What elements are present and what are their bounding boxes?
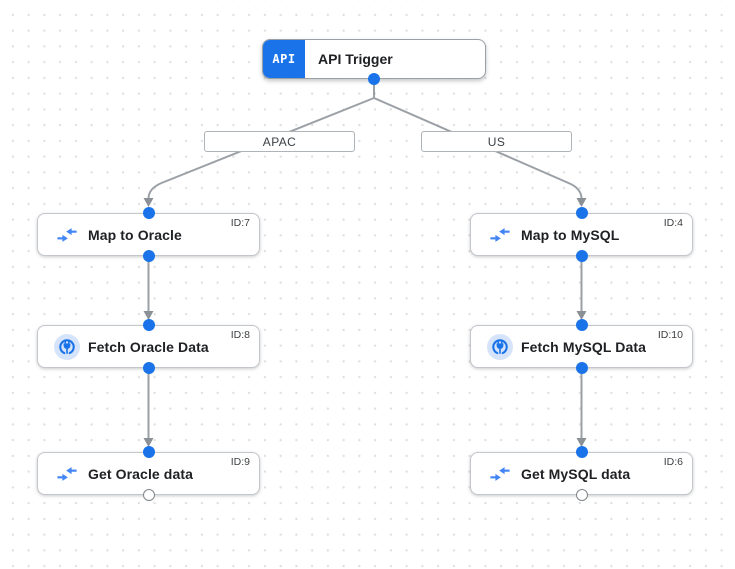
port-out-map-to-oracle[interactable] — [142, 250, 155, 262]
node-id-badge: ID:9 — [230, 456, 250, 468]
port-out-fetch-oracle[interactable] — [142, 362, 155, 374]
arrowhead-icon — [143, 438, 154, 447]
branch-label-text: APAC — [262, 134, 297, 149]
node-title: Map to MySQL — [521, 226, 620, 243]
node-get-mysql-data[interactable]: ID:6 Get MySQL data — [470, 452, 693, 495]
node-id-badge: ID:10 — [657, 329, 683, 341]
node-title: Fetch Oracle Data — [88, 338, 209, 355]
node-map-to-oracle[interactable]: ID:7 Map to Oracle — [37, 213, 260, 256]
node-get-oracle-data[interactable]: ID:9 Get Oracle data — [37, 452, 260, 495]
port-in-map-to-oracle[interactable] — [142, 207, 155, 219]
node-id-badge: ID:6 — [663, 456, 683, 468]
node-id-badge: ID:8 — [230, 329, 250, 341]
port-in-fetch-oracle[interactable] — [142, 319, 155, 331]
branch-label-text: US — [487, 134, 506, 149]
port-in-get-oracle[interactable] — [142, 446, 155, 458]
node-id-badge: ID:4 — [663, 217, 683, 229]
port-out-api-trigger[interactable] — [368, 73, 380, 85]
data-mapping-icon — [48, 464, 86, 484]
arrowhead-icon — [143, 198, 154, 207]
connector-icon — [481, 333, 519, 360]
data-mapping-icon — [481, 464, 519, 484]
node-title: Map to Oracle — [88, 226, 182, 243]
branch-label-us[interactable]: US — [421, 131, 572, 152]
connector-icon — [48, 333, 86, 360]
node-api-trigger[interactable]: API API Trigger — [262, 39, 486, 79]
arrowhead-icon — [576, 198, 587, 207]
api-badge-icon: API — [263, 40, 305, 78]
data-mapping-icon — [48, 225, 86, 245]
arrowhead-icon — [576, 311, 587, 320]
node-title: Fetch MySQL Data — [521, 338, 647, 355]
branch-label-apac[interactable]: APAC — [204, 131, 355, 152]
arrowhead-icon — [576, 438, 587, 447]
port-out-fetch-mysql[interactable] — [575, 362, 588, 374]
port-out-get-mysql-open[interactable] — [575, 489, 588, 501]
edge-trigger-to-us-branch — [373, 79, 583, 199]
api-badge-label: API — [272, 52, 296, 66]
node-title: API Trigger — [318, 51, 393, 67]
port-out-get-oracle-open[interactable] — [142, 489, 155, 501]
node-id-badge: ID:7 — [230, 217, 250, 229]
port-out-map-to-mysql[interactable] — [575, 250, 588, 262]
arrowhead-icon — [143, 311, 154, 320]
port-in-get-mysql[interactable] — [575, 446, 588, 458]
port-in-map-to-mysql[interactable] — [575, 207, 588, 219]
node-title: Get MySQL data — [521, 465, 631, 482]
data-mapping-icon — [481, 225, 519, 245]
edge-trigger-to-apac-branch — [147, 79, 375, 199]
node-title: Get Oracle data — [88, 465, 193, 482]
port-in-fetch-mysql[interactable] — [575, 319, 588, 331]
node-fetch-oracle-data[interactable]: ID:8 Fetch Oracle Data — [37, 325, 260, 368]
